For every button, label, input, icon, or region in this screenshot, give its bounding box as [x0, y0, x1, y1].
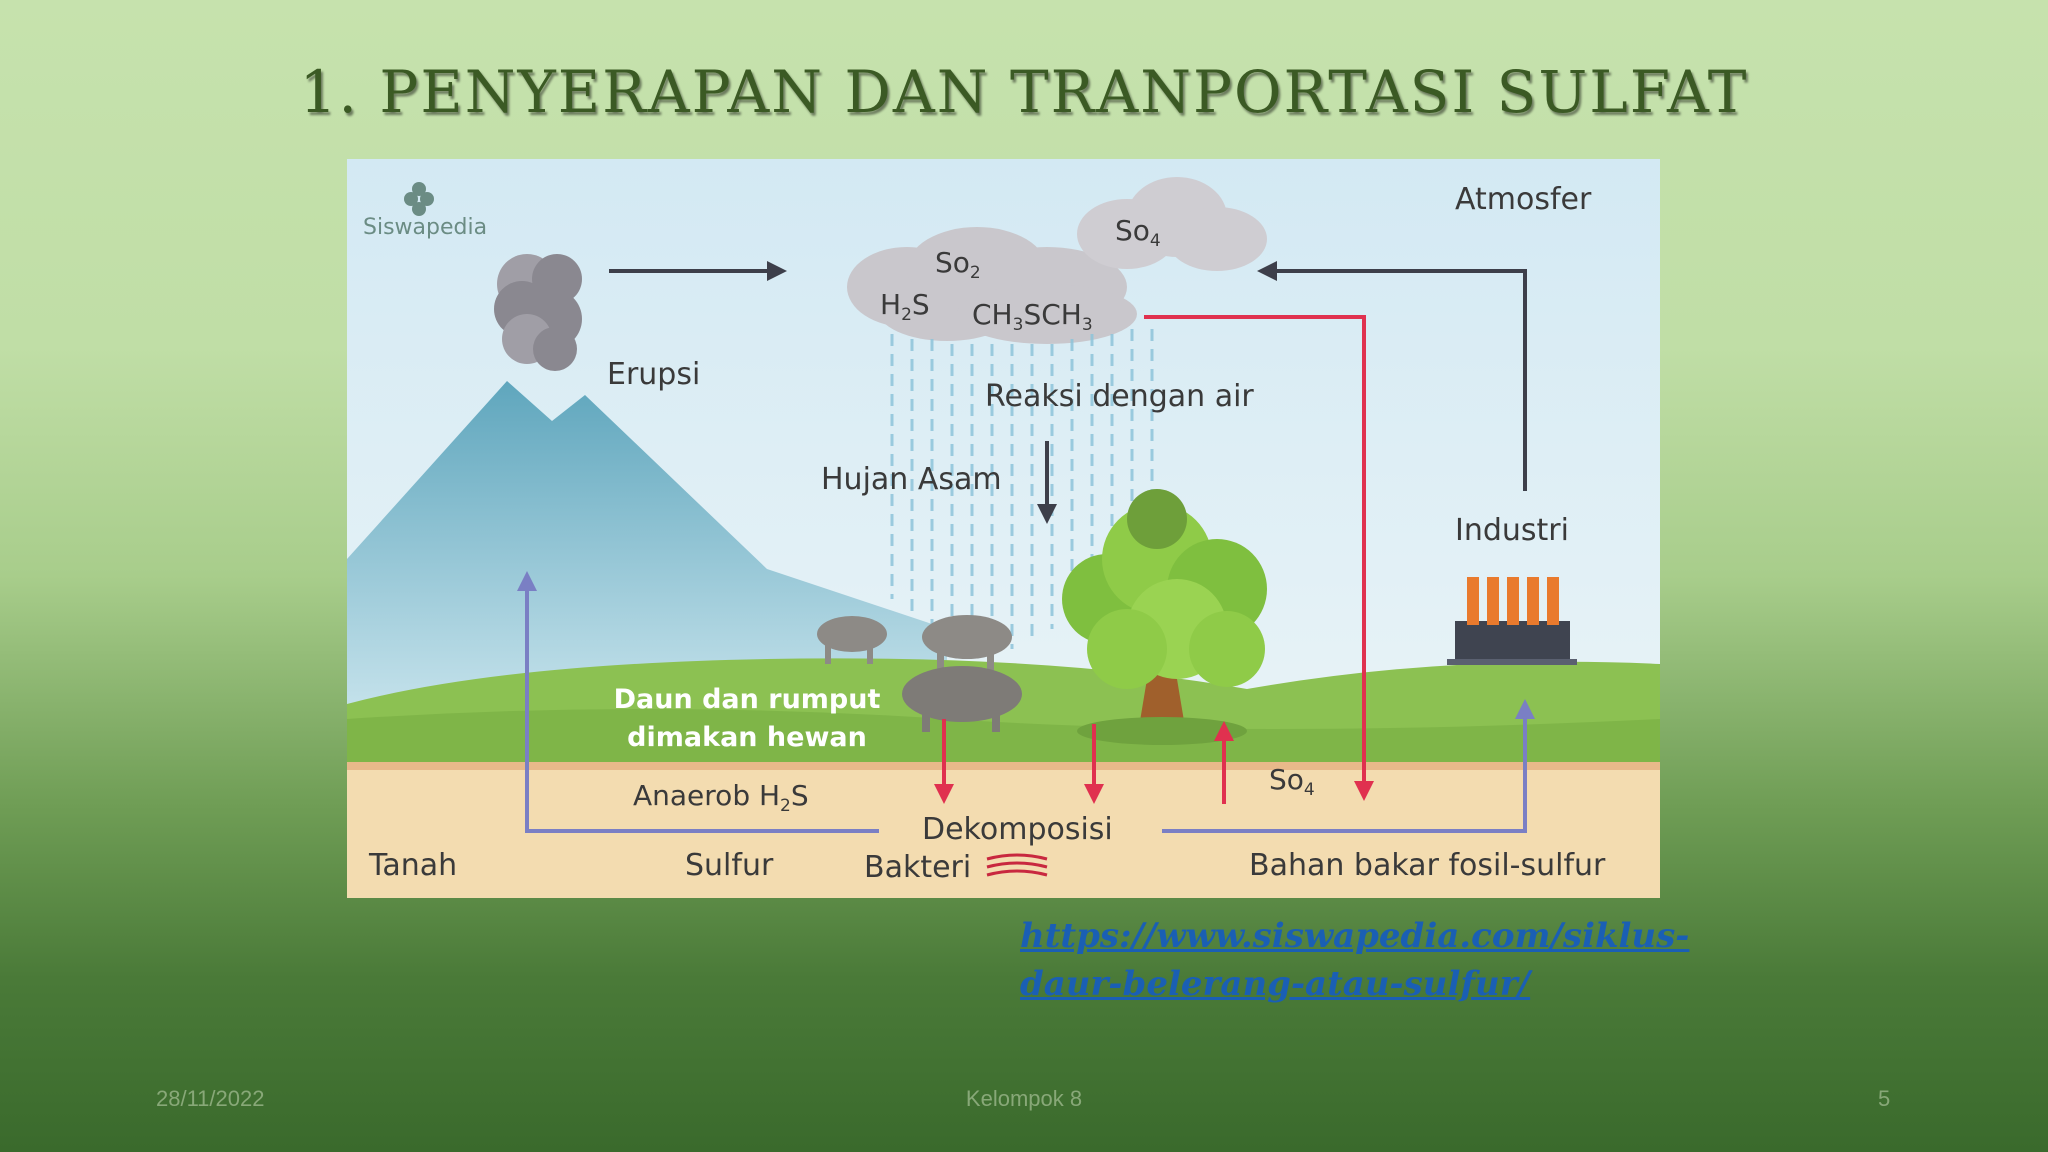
- tree: [1062, 489, 1267, 745]
- logo-text: Siswapedia: [363, 215, 487, 240]
- label-ch3sch3: CH3SCH3: [972, 298, 1093, 335]
- label-h2s-atmosphere: H2S: [880, 288, 930, 325]
- source-link-line1[interactable]: https://www.siswapedia.com/siklus-: [1020, 916, 1690, 956]
- source-link-line2[interactable]: daur-belerang-atau-sulfur/: [1020, 964, 1531, 1004]
- footer-group: Kelompok 8: [965, 1086, 1083, 1111]
- source-link[interactable]: https://www.siswapedia.com/siklus- daur-…: [1020, 912, 1690, 1008]
- label-tanah: Tanah: [368, 848, 457, 883]
- bacteria-icon: [986, 853, 1048, 877]
- label-so4-atmosphere: So4: [1115, 214, 1161, 251]
- label-so2: So2: [935, 246, 981, 283]
- grass-hill-dark: [347, 709, 1660, 769]
- eruption-smoke: [494, 254, 582, 371]
- label-daun-line1: Daun dan rumput: [614, 684, 881, 715]
- label-anaerob-h2s: Anaerob H2S: [633, 779, 809, 816]
- cloud-right: [1077, 177, 1267, 271]
- label-bakteri: Bakteri: [864, 850, 971, 885]
- cloud-left: [847, 227, 1137, 344]
- label-reaksi-dengan-air: Reaksi dengan air: [985, 379, 1254, 414]
- footer-page-number: 5: [1878, 1086, 1891, 1111]
- label-atmosfer: Atmosfer: [1455, 182, 1592, 217]
- soil-edge: [347, 762, 1660, 770]
- footer-date: 28/11/2022: [156, 1086, 265, 1111]
- label-daun-line2: dimakan hewan: [627, 722, 867, 753]
- so4-cloud-to-soil-arrow: [1144, 315, 1374, 801]
- h2s-to-atmosphere-arrow: [517, 571, 879, 833]
- industry-to-atmosphere-arrow: [1257, 261, 1527, 491]
- slide-title: 1. PENYERAPAN DAN TRANPORTASI SULFAT: [299, 58, 1749, 126]
- label-erupsi: Erupsi: [607, 357, 700, 392]
- industry-factory: [1447, 577, 1577, 665]
- label-industri: Industri: [1455, 513, 1569, 548]
- label-sulfur: Sulfur: [685, 848, 774, 883]
- siswapedia-logo: Siswapedia: [363, 182, 487, 240]
- label-hujan-asam: Hujan Asam: [821, 462, 1002, 497]
- label-bahan-bakar-fosil-sulfur: Bahan bakar fosil-sulfur: [1249, 848, 1606, 883]
- fossil-fuel-to-industry-arrow: [1162, 699, 1535, 833]
- label-dekomposisi: Dekomposisi: [922, 812, 1113, 847]
- label-so4-soil: So4: [1269, 763, 1315, 800]
- grazing-animals: [817, 615, 1022, 732]
- sulfur-cycle-diagram: Siswapedia: [347, 159, 1660, 898]
